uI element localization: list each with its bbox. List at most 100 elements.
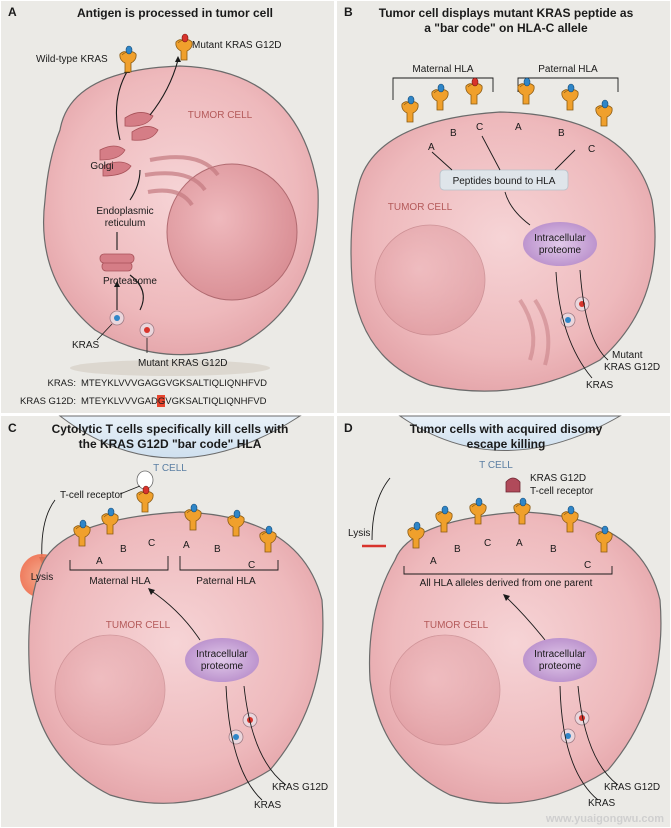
allele-label: B bbox=[454, 544, 461, 555]
all-hla-label: All HLA alleles derived from one parent bbox=[420, 578, 593, 589]
panel-b-letter: B bbox=[344, 5, 353, 19]
panel-a-title: Antigen is processed in tumor cell bbox=[77, 6, 273, 20]
lysis-label: Lysis bbox=[31, 572, 53, 583]
peptide-arrows bbox=[431, 135, 576, 226]
mutation-highlight bbox=[157, 395, 165, 407]
er-label-line1: Endoplasmic bbox=[96, 206, 153, 217]
mutant-label-line1: Mutant bbox=[612, 350, 643, 361]
hla-bracket bbox=[403, 566, 613, 575]
nucleus bbox=[166, 163, 298, 301]
panel-b: B Tumor cell displays mutant KRAS peptid… bbox=[344, 5, 660, 392]
panel-c-title-line1: Cytolytic T cells specifically kill cell… bbox=[52, 422, 289, 436]
mutant-kras-label: Mutant KRAS G12D bbox=[192, 40, 281, 51]
proteome-arrow bbox=[149, 589, 201, 641]
proteome-label-line1: Intracellular bbox=[534, 649, 586, 660]
watermark: www.yuaigongwu.com bbox=[545, 813, 664, 825]
nucleus bbox=[54, 634, 166, 746]
maternal-hla-label: Maternal HLA bbox=[89, 576, 150, 587]
lysis-arrow bbox=[371, 477, 391, 541]
allele-label: A bbox=[515, 122, 522, 133]
panel-d-title-line2: escape killing bbox=[467, 437, 546, 451]
lysis-arrow bbox=[41, 499, 56, 561]
allele-label: A bbox=[428, 142, 435, 153]
allele-label: A bbox=[183, 540, 190, 551]
cell-shadow bbox=[70, 360, 270, 376]
kras-g12d-label: KRAS G12D bbox=[604, 782, 660, 793]
allele-label: B bbox=[450, 128, 457, 139]
tumor-cell-label: TUMOR CELL bbox=[388, 202, 453, 213]
peptides-box bbox=[439, 169, 569, 191]
paternal-hla-label: Paternal HLA bbox=[196, 576, 256, 587]
t-cell-receptor-label: T-cell receptor bbox=[60, 490, 124, 501]
processing-arrows bbox=[115, 59, 179, 311]
proteome-cloud bbox=[523, 638, 597, 682]
nucleus bbox=[389, 634, 501, 746]
tumor-cell-label: TUMOR CELL bbox=[424, 620, 489, 631]
panel-a-letter: A bbox=[8, 5, 17, 19]
hla-brackets bbox=[392, 77, 619, 100]
t-cell-receptor-icon bbox=[505, 477, 521, 493]
allele-label: B bbox=[120, 544, 127, 555]
allele-label: C bbox=[584, 560, 591, 571]
allele-label: A bbox=[96, 556, 103, 567]
panel-b-title-line2: a "bar code" on HLA-C allele bbox=[424, 21, 588, 35]
allele-label: C bbox=[588, 144, 595, 155]
peptides-label: Peptides bound to HLA bbox=[453, 176, 556, 187]
proteome-label-line1: Intracellular bbox=[534, 233, 586, 244]
allele-label: C bbox=[248, 560, 255, 571]
wild-type-kras-label: Wild-type KRAS bbox=[36, 54, 108, 65]
kras-label: KRAS bbox=[588, 798, 616, 809]
lysis-label: Lysis bbox=[348, 528, 370, 539]
kras-label: KRAS bbox=[72, 340, 100, 351]
panel-d-title-line1: Tumor cells with acquired disomy bbox=[410, 422, 603, 436]
seq-g12d: MTEYKLVVVGADGVGKSALTIQLIQNHFVD bbox=[81, 396, 267, 407]
panel-a: A Antigen is processed in tumor cell bbox=[8, 5, 319, 407]
nucleus bbox=[374, 224, 486, 336]
proteome-label-line1: Intracellular bbox=[196, 649, 248, 660]
t-cell bbox=[58, 415, 302, 459]
allele-label: C bbox=[484, 538, 491, 549]
seq-kras-label: KRAS: bbox=[47, 378, 76, 389]
paternal-hla-label: Paternal HLA bbox=[538, 64, 598, 75]
proteasome-label: Proteasome bbox=[103, 276, 157, 287]
proteasome-shape bbox=[99, 253, 135, 272]
mutant-kras-bottom-label: Mutant KRAS G12D bbox=[138, 358, 227, 369]
kras-g12d-top-label: KRAS G12D bbox=[530, 473, 586, 484]
tumor-cell-label: TUMOR CELL bbox=[106, 620, 171, 631]
allele-label: B bbox=[558, 128, 565, 139]
seq-kras: MTEYKLVVVGAGGVGKSALTIQLIQNHFVD bbox=[81, 378, 267, 389]
allele-label: C bbox=[476, 122, 483, 133]
mutant-label-line2: KRAS G12D bbox=[604, 362, 660, 373]
proteome-arrow bbox=[504, 595, 546, 641]
allele-label: B bbox=[550, 544, 557, 555]
kras-g12d-label: KRAS G12D bbox=[272, 782, 328, 793]
panel-c-title-line2: the KRAS G12D "bar code" HLA bbox=[79, 437, 262, 451]
panel-c: C Cytolytic T cells specifically kill ce… bbox=[8, 415, 328, 811]
panel-d-letter: D bbox=[344, 421, 353, 435]
proteome-cloud bbox=[523, 222, 597, 266]
hla-brackets bbox=[69, 556, 279, 571]
t-cell-receptor-label: T-cell receptor bbox=[530, 486, 594, 497]
t-cell bbox=[398, 415, 622, 451]
panel-b-title-line1: Tumor cell displays mutant KRAS peptide … bbox=[379, 6, 634, 20]
proteome-cloud bbox=[185, 638, 259, 682]
proteome-label-line2: proteome bbox=[539, 661, 582, 672]
allele-label: C bbox=[148, 538, 155, 549]
golgi-label: Golgi bbox=[90, 161, 113, 172]
panel-d: D Tumor cells with acquired disomy escap… bbox=[344, 415, 662, 809]
allele-label: B bbox=[214, 544, 221, 555]
maternal-hla-label: Maternal HLA bbox=[412, 64, 473, 75]
tumor-cell-label: TUMOR CELL bbox=[188, 110, 253, 121]
t-cell-label: T CELL bbox=[153, 463, 187, 474]
er-label-line2: reticulum bbox=[105, 218, 146, 229]
proteome-label-line2: proteome bbox=[539, 245, 582, 256]
t-cell-label: T CELL bbox=[479, 460, 513, 471]
kras-label: KRAS bbox=[586, 380, 614, 391]
allele-label: A bbox=[430, 556, 437, 567]
kras-label: KRAS bbox=[254, 800, 282, 811]
golgi-shape bbox=[99, 112, 159, 177]
proteome-label-line2: proteome bbox=[201, 661, 244, 672]
er-shape bbox=[518, 298, 551, 366]
endoplasmic-reticulum-shape bbox=[144, 155, 220, 207]
